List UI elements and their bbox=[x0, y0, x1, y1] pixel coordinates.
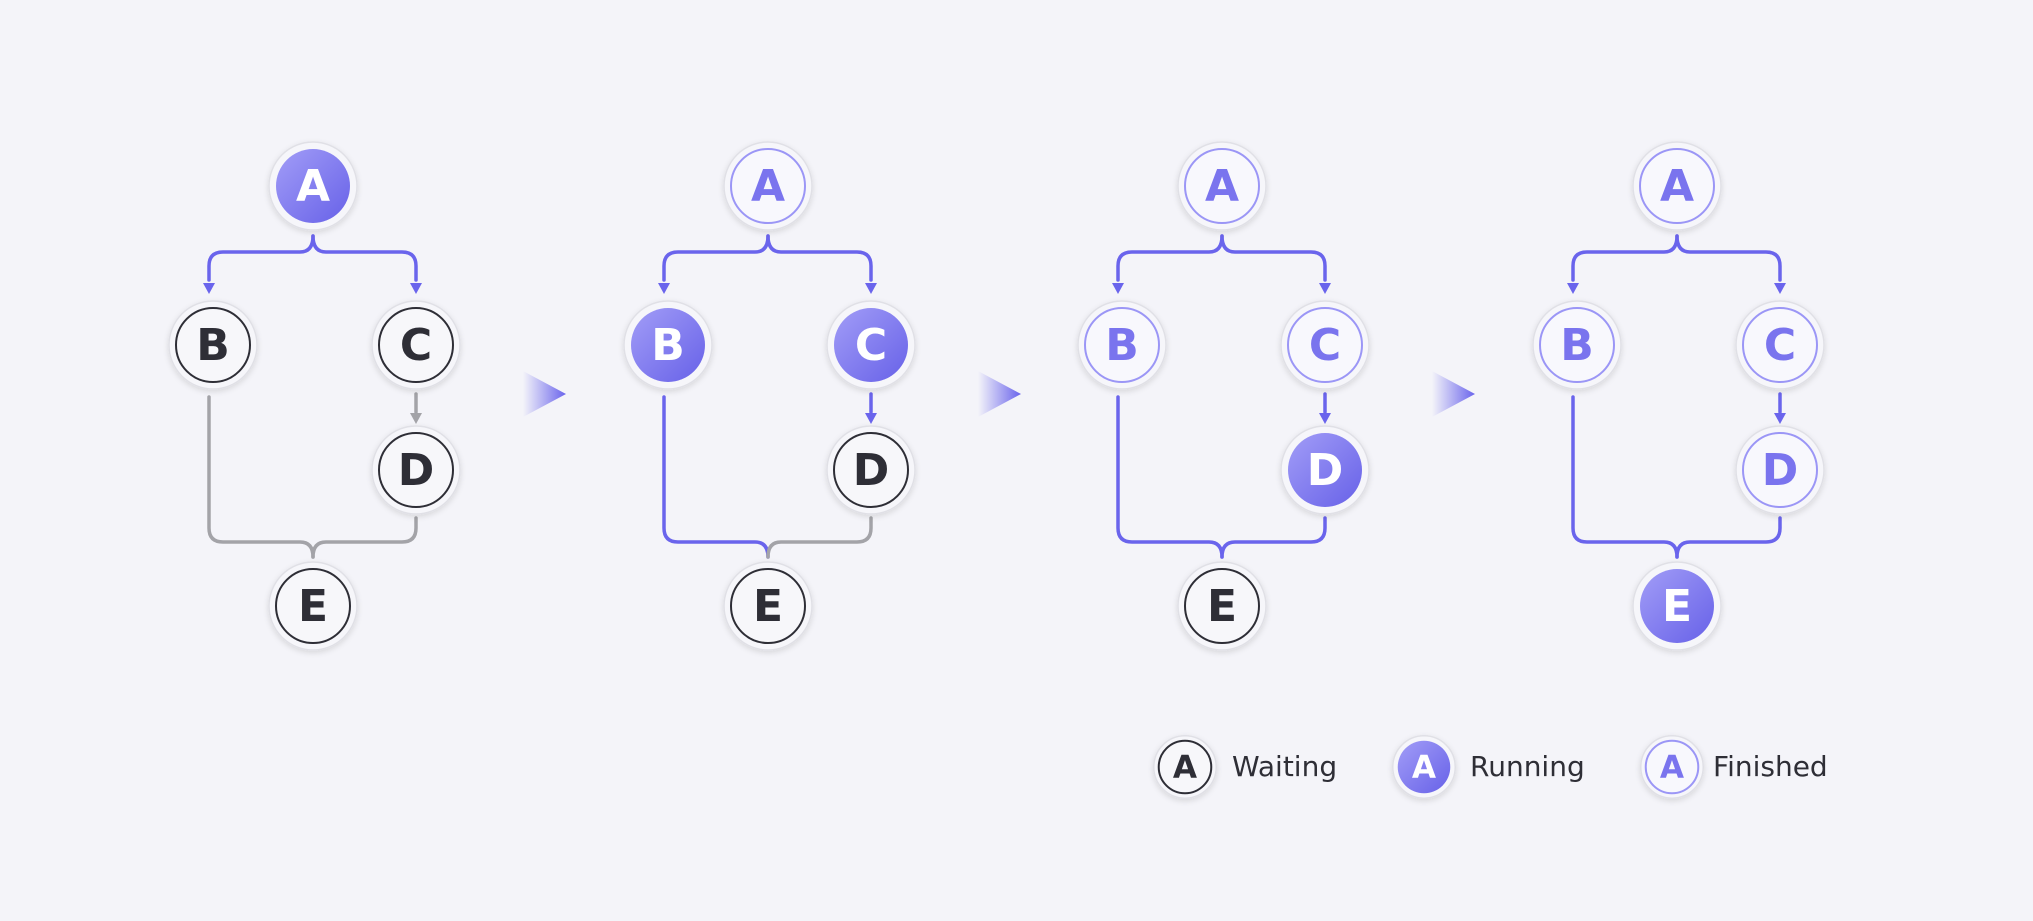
legend-item-running: A Running bbox=[1392, 735, 1585, 799]
stage-transition-arrow-icon bbox=[978, 371, 1021, 417]
node-b: B bbox=[168, 300, 258, 390]
node-e-letter: E bbox=[753, 581, 783, 632]
edge-C-D bbox=[1774, 392, 1786, 424]
edge-A-B bbox=[658, 234, 770, 294]
stage-4: A B C D E bbox=[1532, 141, 1825, 651]
legend-running-swatch-letter: A bbox=[1412, 750, 1437, 786]
legend-item-waiting: A Waiting bbox=[1153, 735, 1337, 799]
edge-C-D bbox=[865, 392, 877, 424]
stage-transition-arrow-icon bbox=[523, 371, 566, 417]
node-e: E bbox=[723, 561, 813, 651]
stage-transition-arrow-icon bbox=[1432, 371, 1475, 417]
edge-D-E bbox=[311, 516, 418, 559]
node-d: D bbox=[1280, 425, 1370, 515]
node-c-letter: C bbox=[1309, 320, 1341, 371]
node-e-letter: E bbox=[298, 581, 328, 632]
node-d-letter: D bbox=[1307, 445, 1344, 496]
node-a-letter: A bbox=[751, 161, 785, 212]
edge-A-C bbox=[1675, 234, 1786, 294]
edge-B-E bbox=[662, 395, 770, 559]
edge-A-B bbox=[1112, 234, 1224, 294]
edge-D-E bbox=[1675, 516, 1782, 559]
legend-finished-swatch-letter: A bbox=[1660, 750, 1685, 786]
legend-finished-swatch: A bbox=[1640, 735, 1704, 799]
node-e: E bbox=[1177, 561, 1267, 651]
legend-waiting-swatch: A bbox=[1153, 735, 1217, 799]
stage-2: A B C D E bbox=[623, 141, 916, 651]
legend-running-label: Running bbox=[1470, 750, 1585, 783]
node-a-letter: A bbox=[1205, 161, 1239, 212]
node-a-letter: A bbox=[1660, 161, 1694, 212]
node-a: A bbox=[268, 141, 358, 231]
node-b: B bbox=[1532, 300, 1622, 390]
legend-running-swatch: A bbox=[1392, 735, 1456, 799]
edge-A-C bbox=[311, 234, 422, 294]
node-e-letter: E bbox=[1662, 581, 1692, 632]
node-d: D bbox=[826, 425, 916, 515]
edge-B-E bbox=[1571, 395, 1679, 559]
edge-A-C bbox=[1220, 234, 1331, 294]
node-d-letter: D bbox=[853, 445, 890, 496]
node-c: C bbox=[826, 300, 916, 390]
node-a-letter: A bbox=[296, 161, 330, 212]
node-e: E bbox=[268, 561, 358, 651]
node-e-letter: E bbox=[1207, 581, 1237, 632]
node-c: C bbox=[1735, 300, 1825, 390]
node-c: C bbox=[1280, 300, 1370, 390]
node-d: D bbox=[371, 425, 461, 515]
node-b-letter: B bbox=[651, 320, 685, 371]
node-c: C bbox=[371, 300, 461, 390]
legend-finished-label: Finished bbox=[1713, 750, 1828, 783]
stage-1: A B C D E bbox=[168, 141, 461, 651]
edge-A-B bbox=[203, 234, 315, 294]
node-a: A bbox=[723, 141, 813, 231]
edge-D-E bbox=[1220, 516, 1327, 559]
node-b-letter: B bbox=[1560, 320, 1594, 371]
edge-C-D bbox=[1319, 392, 1331, 424]
node-c-letter: C bbox=[1764, 320, 1796, 371]
edge-B-E bbox=[1116, 395, 1224, 559]
stage-3: A B C D E bbox=[1077, 141, 1370, 651]
edge-A-C bbox=[766, 234, 877, 294]
node-c-letter: C bbox=[855, 320, 887, 371]
node-b-letter: B bbox=[196, 320, 230, 371]
legend-waiting-swatch-letter: A bbox=[1173, 750, 1198, 786]
node-d-letter: D bbox=[398, 445, 435, 496]
edge-A-B bbox=[1567, 234, 1679, 294]
edge-D-E bbox=[766, 516, 873, 559]
edge-C-D bbox=[410, 392, 422, 424]
node-d-letter: D bbox=[1762, 445, 1799, 496]
node-e: E bbox=[1632, 561, 1722, 651]
node-a: A bbox=[1177, 141, 1267, 231]
node-b: B bbox=[623, 300, 713, 390]
node-c-letter: C bbox=[400, 320, 432, 371]
node-b: B bbox=[1077, 300, 1167, 390]
node-b-letter: B bbox=[1105, 320, 1139, 371]
node-a: A bbox=[1632, 141, 1722, 231]
legend-item-finished: A Finished bbox=[1640, 735, 1828, 799]
node-d: D bbox=[1735, 425, 1825, 515]
edge-B-E bbox=[207, 395, 315, 559]
legend-waiting-label: Waiting bbox=[1232, 750, 1337, 783]
